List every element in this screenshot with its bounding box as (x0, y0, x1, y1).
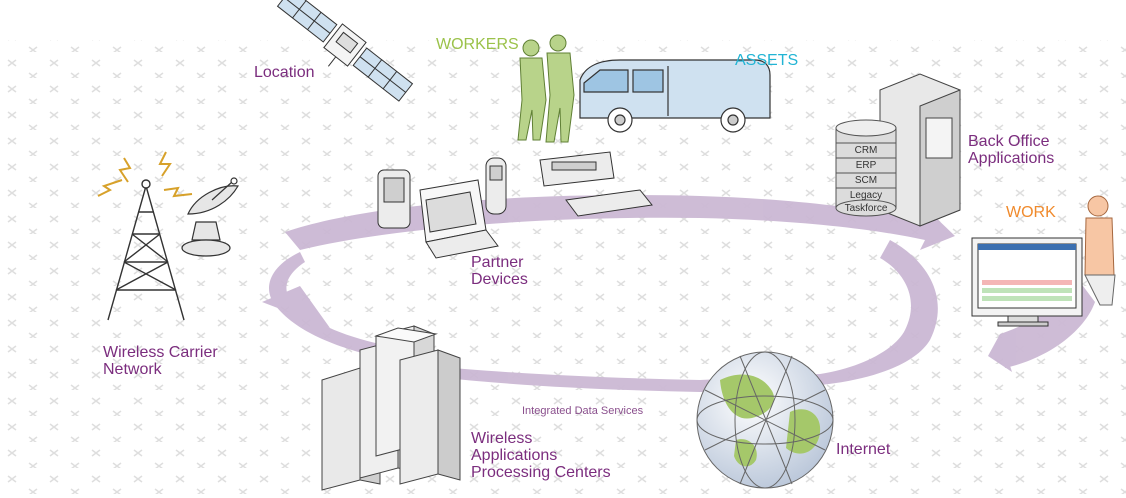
satellite-icon (276, 0, 414, 102)
label-back-office: Back Office Applications (968, 133, 1054, 167)
desktop-workstation-icon (971, 195, 1116, 327)
label-work: WORK (1006, 204, 1056, 221)
label-integrated-data-services: Integrated Data Services (522, 405, 644, 417)
db-label-legacy: Legacy (850, 190, 882, 201)
label-internet: Internet (836, 441, 891, 458)
label-carrier-line2: Network (103, 361, 162, 378)
database-stack-icon: CRM ERP SCM Legacy Taskforce (835, 119, 897, 217)
label-assets: ASSETS (735, 52, 799, 69)
label-wapc-line1: Wireless (471, 430, 533, 447)
globe-icon (696, 351, 834, 489)
office-worker-icon (1084, 195, 1116, 306)
label-partner-line2: Devices (471, 271, 528, 288)
van-icon (579, 59, 771, 133)
label-partner-devices: Partner Devices (471, 254, 528, 288)
satellite-dish-icon (181, 177, 239, 257)
label-workers: WORKERS (436, 36, 519, 53)
processing-centers-servers-icon (321, 325, 461, 491)
db-label-crm: CRM (855, 145, 878, 156)
db-label-scm: SCM (855, 175, 877, 186)
label-partner-line1: Partner (471, 254, 524, 271)
label-wapc-line2: Applications (471, 447, 558, 464)
back-office-server-icon (879, 73, 961, 227)
label-location: Location (254, 64, 315, 81)
label-back-office-line1: Back Office (968, 133, 1050, 150)
label-wapc-line3: Processing Centers (471, 464, 611, 481)
partner-devices-icon (377, 151, 653, 259)
label-back-office-line2: Applications (968, 150, 1055, 167)
cell-tower-icon (97, 151, 193, 321)
db-label-taskforce: Taskforce (845, 203, 888, 214)
label-carrier-line1: Wireless Carrier (103, 344, 218, 361)
workers-icon (517, 34, 575, 143)
label-wireless-applications-processing-centers: Wireless Applications Processing Centers (471, 430, 611, 481)
label-wireless-carrier-network: Wireless Carrier Network (103, 344, 218, 378)
db-label-erp: ERP (856, 160, 877, 171)
